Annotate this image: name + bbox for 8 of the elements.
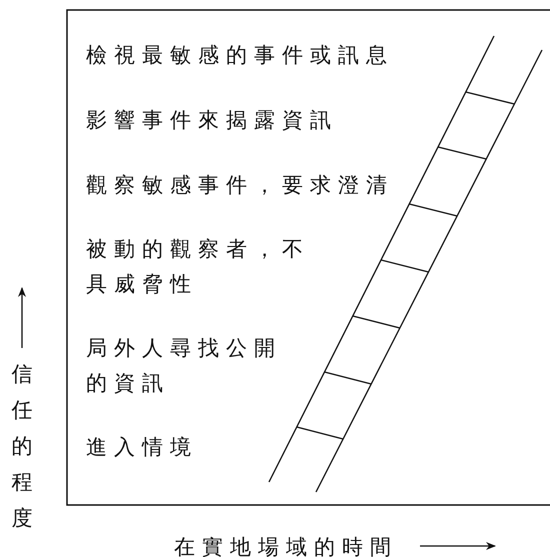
stage-label: 觀察敏感事件，要求澄清 bbox=[86, 172, 395, 199]
stage-label: 影響事件來揭露資訊 bbox=[86, 107, 339, 134]
stage-label: 檢視最敏感的事件或訊息 bbox=[86, 42, 395, 69]
axis-label: 在實地場域的時間 bbox=[174, 534, 398, 557]
stage-label: 局外人尋找公開的資訊 bbox=[86, 335, 283, 397]
axis-label: 信任的程度 bbox=[10, 361, 34, 532]
stage-label: 被動的觀察者，不具威脅性 bbox=[86, 236, 311, 298]
stage-label: 進入情境 bbox=[86, 434, 199, 461]
